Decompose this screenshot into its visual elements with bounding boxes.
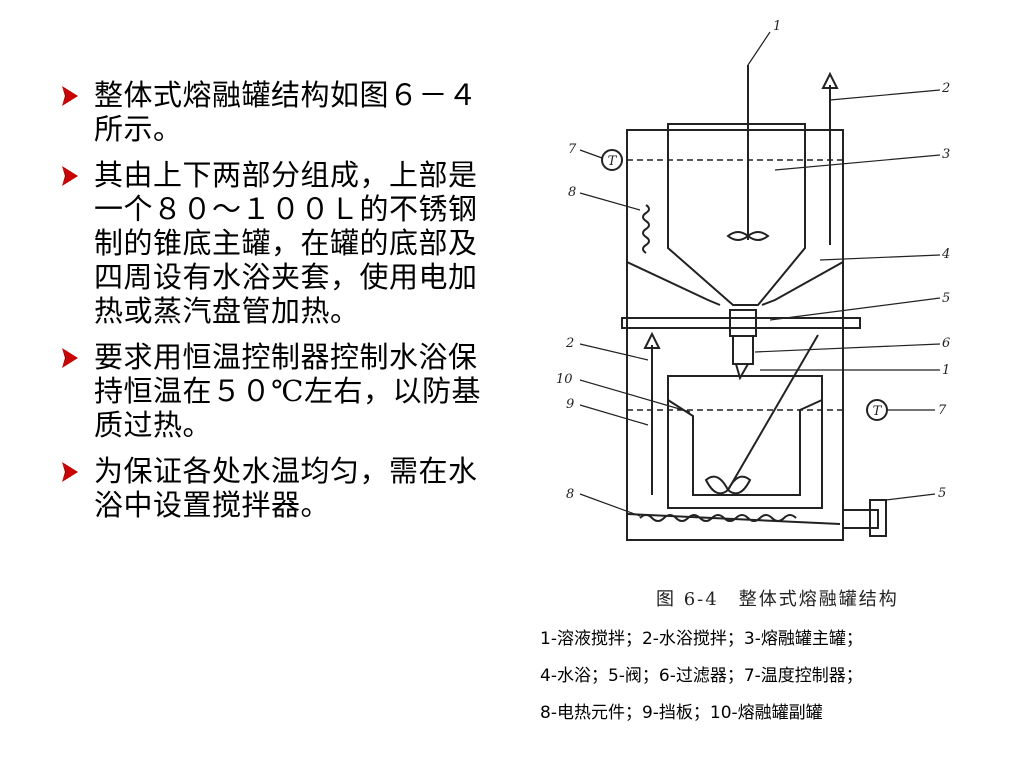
callout-3: 3 [942,147,950,162]
bullet-arrow-icon [62,166,78,186]
drain-valve [869,499,887,537]
bullet-text: 整体式熔融罐结构如图６－４所示。 [94,78,478,146]
partition-plate [621,317,861,329]
upper-baffle-right [761,261,844,306]
bullet-text: 为保证各处水温均匀，需在水浴中设置搅拌器。 [94,454,478,522]
callout-2-left: 2 [565,336,574,351]
filter-outlet [735,363,749,381]
solution-stirrer-blade [726,231,770,241]
figure-caption: 图 6-4 整体式熔融罐结构 [656,585,899,611]
figure-title: 整体式熔融罐结构 [738,589,899,610]
bullet-item: 为保证各处水温均匀，需在水浴中设置搅拌器。 [60,454,490,522]
callout-9: 9 [566,397,574,412]
sub-tank [667,375,823,509]
lower-baffle [667,399,823,496]
bullet-item: 整体式熔融罐结构如图６－４所示。 [60,78,490,146]
bullet-arrow-icon [62,462,78,482]
valve-body [729,309,757,337]
bottom-heater [626,513,841,525]
callout-5-mid: 5 [942,291,950,306]
thermostat-left-label: T [608,154,618,169]
figure-number: 图 6-4 [656,589,719,610]
callout-10: 10 [556,372,573,387]
outer-shell [626,129,844,541]
callout-1-top: 1 [773,19,781,34]
figure-legend: 1-溶液搅拌；2-水浴搅拌；3-熔融罐主罐； 4-水浴；5-阀；6-过滤器；7-… [540,621,1010,732]
lower-stirrer-shaft [727,334,819,491]
bullet-item: 其由上下两部分组成，上部是一个８０～１００Ｌ的不锈钢制的锥底主罐，在罐的底部及四… [60,158,490,328]
water-stirrer-arrow-lower [643,331,661,349]
callout-6: 6 [942,336,950,351]
lower-stirrer-blade [704,475,752,495]
bullet-text: 其由上下两部分组成，上部是一个８０～１００Ｌ的不锈钢制的锥底主罐，在罐的底部及四… [94,158,478,328]
callout-2-top: 2 [941,81,950,96]
upper-heater [642,204,650,254]
thermostat-right-label: T [873,404,883,419]
thermostat-left [601,149,623,171]
callout-5-bottom: 5 [938,486,946,501]
legend-line: 1-溶液搅拌；2-水浴搅拌；3-熔融罐主罐； [540,629,863,649]
legend-line: 8-电热元件；9-挡板；10-熔融罐副罐 [540,703,823,723]
legend-line: 4-水浴；5-阀；6-过滤器；7-温度控制器； [540,666,863,686]
melting-tank-diagram: T T 1 2 3 7 8 4 5 2 6 1 10 9 7 8 5 [556,19,950,541]
callout-7-right: 7 [938,403,947,418]
filter-body [732,335,754,365]
callout-8-bottom: 8 [566,487,574,502]
drain-pipe [843,509,879,529]
callout-8-top: 8 [568,185,576,200]
bullet-item: 要求用恒温控制器控制水浴保持恒温在５０℃左右，以防基质过热。 [60,340,490,442]
bullet-text: 要求用恒温控制器控制水浴保持恒温在５０℃左右，以防基质过热。 [94,340,481,442]
bullet-arrow-icon [62,86,78,106]
main-tank [667,123,806,306]
callout-7-left: 7 [568,142,577,157]
bullet-arrow-icon [62,348,78,368]
bullet-list: 整体式熔融罐结构如图６－４所示。 其由上下两部分组成，上部是一个８０～１００Ｌ的… [60,78,490,534]
callout-1-mid: 1 [942,363,950,378]
upper-baffle-left [626,261,721,306]
callout-4: 4 [941,247,950,262]
water-stirrer-arrow-upper [821,71,839,89]
